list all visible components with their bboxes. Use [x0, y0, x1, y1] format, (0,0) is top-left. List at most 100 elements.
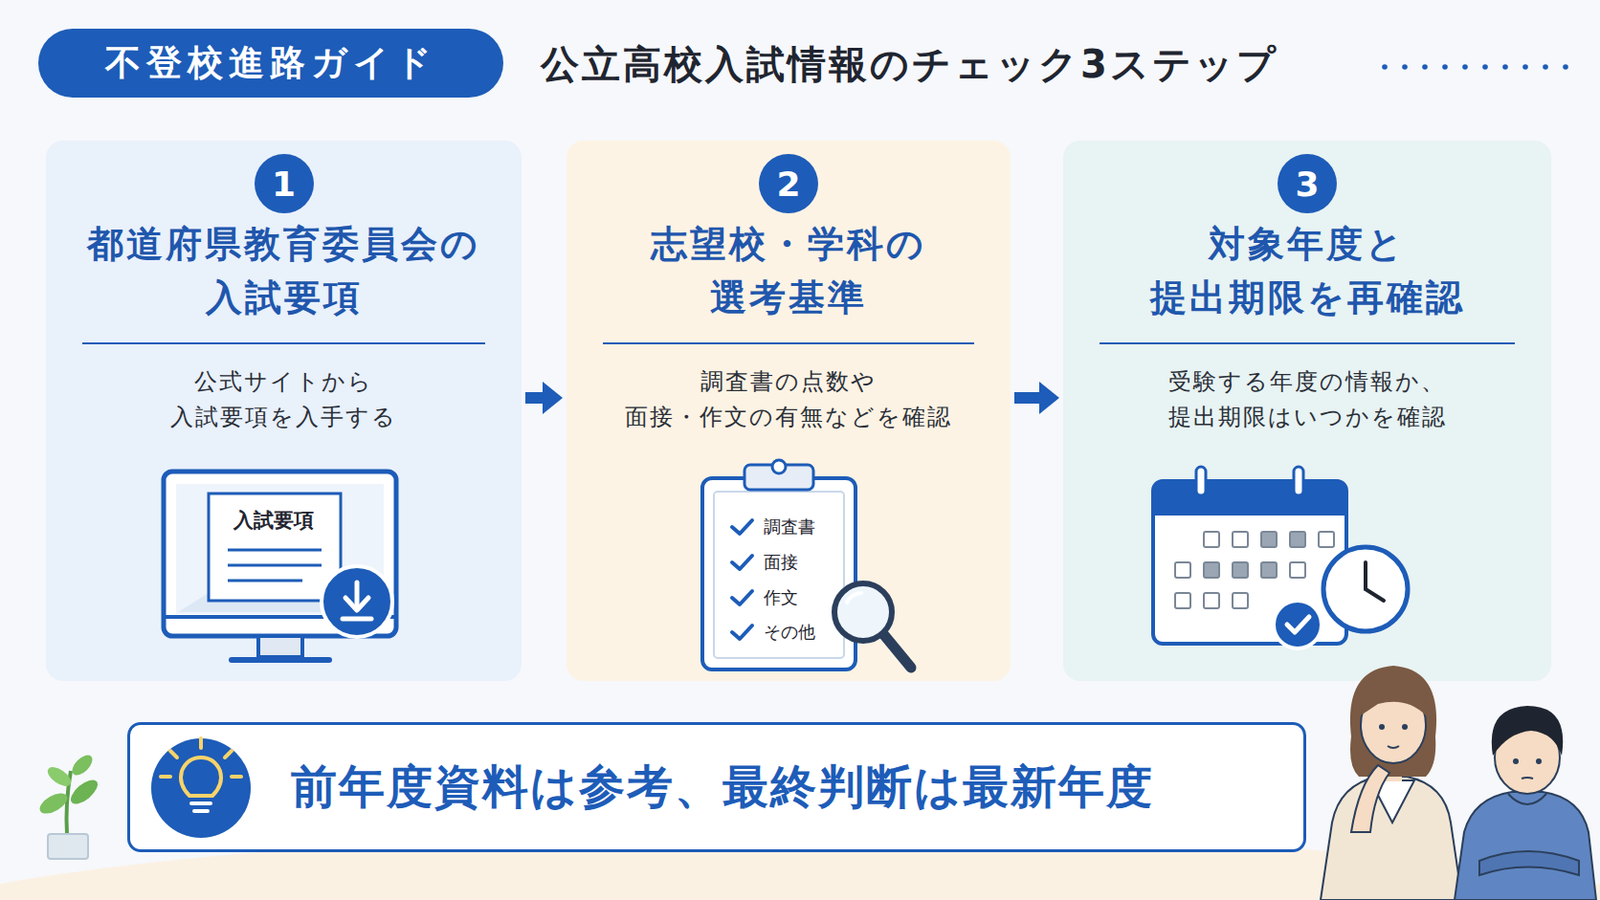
calendar-icon	[1365, 589, 1384, 601]
plant-icon	[44, 763, 75, 791]
monitor-icon	[163, 471, 397, 637]
panel-divider	[82, 342, 486, 345]
monitor-icon	[231, 657, 330, 664]
clipboard-icon	[732, 555, 753, 570]
calendar-icon	[1293, 466, 1304, 496]
node-text: 1	[271, 164, 296, 204]
monitor-icon	[163, 471, 397, 661]
step-body: 調査書の点数や 面接・作文の有無などを確認	[566, 364, 1011, 436]
check-item: 調査書	[763, 515, 816, 539]
plant-icon	[47, 834, 89, 860]
panel-fill	[566, 140, 1011, 682]
clipboard-icon	[772, 460, 786, 474]
calendar-day	[1232, 532, 1248, 548]
people-illustration	[1479, 851, 1579, 876]
step-panel: 都道府県教育委員会の 入試要項公式サイトから 入試要項を入手する1	[45, 140, 522, 682]
step-body: 公式サイトから 入試要項を入手する	[45, 364, 522, 436]
people-illustration	[1454, 792, 1597, 900]
bulb-icon	[160, 775, 171, 779]
step-number: 2	[758, 154, 819, 214]
monitor-icon	[227, 579, 303, 583]
calendar-day	[1232, 593, 1248, 609]
people-illustration	[1360, 681, 1426, 716]
people-illustration	[1491, 706, 1563, 756]
title-dot	[1482, 64, 1489, 70]
people-illustration	[1521, 777, 1534, 779]
step-number: 3	[1277, 154, 1337, 214]
calendar-day	[1318, 532, 1334, 548]
bulb-icon	[194, 809, 208, 814]
panel-fill	[45, 140, 522, 682]
calendar-day	[1261, 532, 1277, 548]
check-item: 面接	[763, 551, 799, 575]
title-dots	[1381, 64, 1569, 70]
clipboard-icon	[834, 583, 892, 642]
calendar-icon	[1287, 617, 1310, 633]
plant-icon	[66, 776, 102, 809]
panel-divider	[602, 342, 975, 345]
people-illustration	[1535, 758, 1542, 765]
check-item: 作文	[763, 586, 799, 610]
step-number: 1	[254, 154, 314, 214]
title-dot	[1381, 64, 1388, 70]
step-arrow	[525, 381, 563, 415]
people-illustration	[1378, 724, 1385, 731]
calendar-icon	[1273, 600, 1322, 649]
document-title: 入試要項	[233, 507, 314, 534]
people-illustration	[1350, 666, 1437, 778]
calendar-day	[1289, 532, 1306, 548]
node-text: 2	[776, 164, 800, 204]
clipboard-icon	[702, 478, 856, 670]
clipboard-icon	[884, 635, 912, 668]
node-text: 不登校進路ガイド	[105, 39, 438, 88]
title-dot	[1562, 64, 1569, 70]
people-illustration	[1320, 777, 1463, 900]
calendar-day	[1203, 532, 1220, 548]
calendar-day	[1175, 562, 1191, 578]
monitor-icon	[355, 582, 360, 609]
arrow-shaft	[1014, 392, 1041, 404]
clipboard-icon	[846, 593, 862, 603]
bulb-icon	[224, 751, 232, 758]
arrow-shaft	[525, 392, 544, 404]
plant-icon	[68, 752, 96, 779]
guide-badge: 不登校進路ガイド	[38, 28, 504, 98]
check-item: その他	[763, 621, 816, 645]
monitor-icon	[227, 549, 322, 553]
monitor-icon	[342, 617, 372, 623]
plant-icon	[36, 752, 102, 860]
panel-fill	[1063, 140, 1552, 682]
step-heading: 対象年度と 提出期限を再確認	[1063, 217, 1552, 325]
clipboard-icon	[702, 460, 912, 670]
calendar-grid	[1175, 532, 1334, 609]
calendar-icon	[1196, 466, 1206, 496]
calendar-icon	[1153, 466, 1408, 649]
panel-fills	[45, 140, 1552, 853]
people-illustration	[1401, 724, 1408, 731]
people-illustration	[1508, 794, 1547, 805]
step-body: 受験する年度の情報か、 提出期限はいつかを確認	[1063, 364, 1552, 436]
title-dot	[1542, 64, 1549, 70]
bulb-icon	[180, 757, 222, 797]
calendar-icon	[1153, 481, 1347, 516]
title-dot	[1502, 64, 1509, 70]
title-dot	[1522, 64, 1529, 70]
page-title: 公立高校入試情報のチェック3ステップ	[540, 38, 1279, 91]
plant-icon	[36, 789, 71, 819]
clipboard-icon	[732, 591, 753, 605]
title-dot	[1401, 64, 1408, 70]
bulb-icon	[151, 738, 251, 839]
people-illustration	[1387, 746, 1400, 749]
node-text: 前年度資料は参考、最終判断は最新年度	[290, 756, 1155, 819]
bulb-icon	[170, 751, 178, 758]
monitor-icon	[345, 598, 369, 611]
calendar-day	[1203, 593, 1220, 609]
clipboard-icon	[732, 520, 753, 534]
arrow-head	[542, 381, 563, 415]
clipboard-icon	[713, 491, 845, 659]
tip-fill	[127, 722, 1307, 853]
bulb-icon	[151, 738, 251, 839]
monitor-icon	[208, 493, 341, 601]
